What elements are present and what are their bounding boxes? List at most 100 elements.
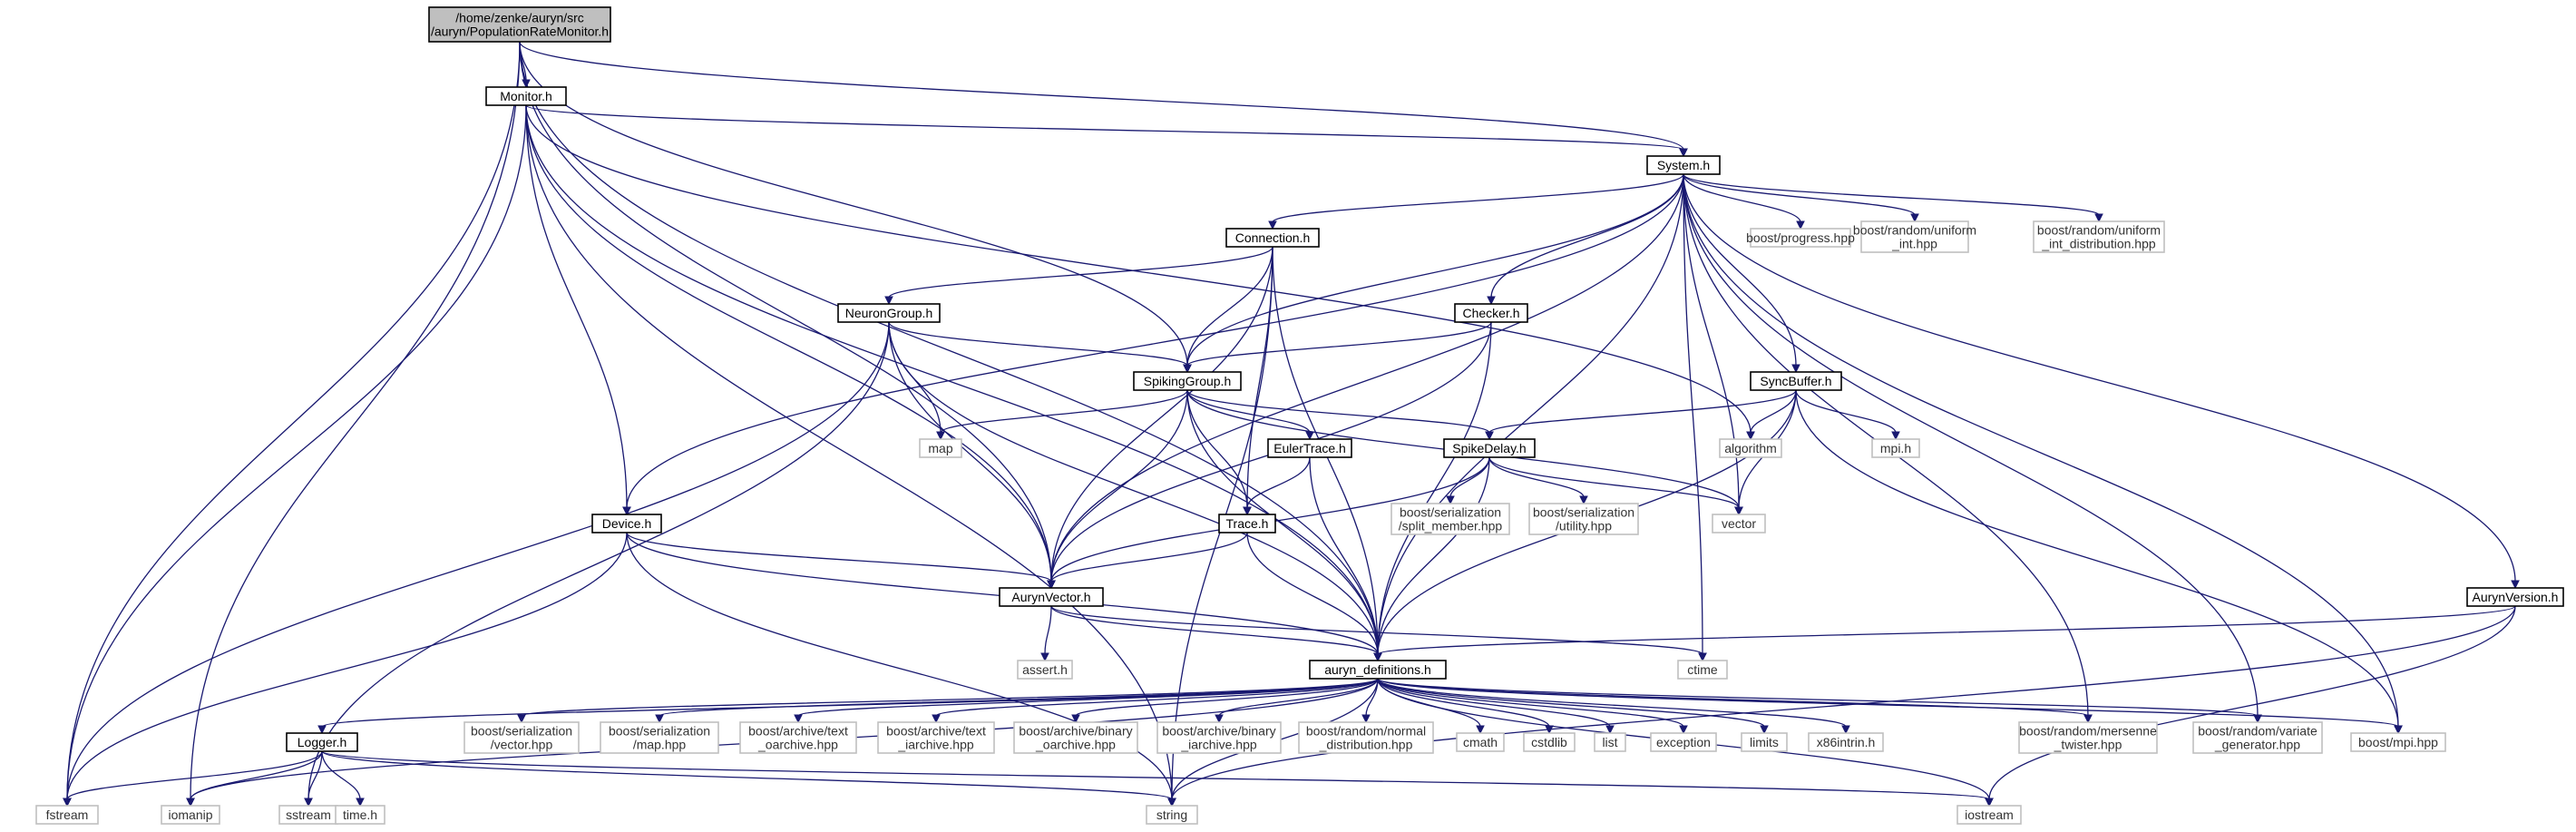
edge-arrowhead bbox=[1679, 148, 1688, 158]
edge-line bbox=[888, 246, 1273, 299]
node-binary_iarchive: boost/archive/binary_iarchive.hpp bbox=[1156, 721, 1282, 754]
node-split_member: boost/serialization/split_member.hpp bbox=[1390, 503, 1510, 535]
edge-line bbox=[940, 389, 1188, 434]
node-label: string bbox=[1156, 808, 1187, 822]
node-box bbox=[1523, 732, 1576, 752]
edge-line bbox=[1272, 173, 1684, 223]
edge-arrowhead bbox=[1243, 506, 1252, 516]
edge-line bbox=[66, 321, 890, 800]
node-label: /map.hpp bbox=[633, 738, 687, 752]
node-box bbox=[1013, 721, 1138, 754]
edge-line bbox=[307, 750, 323, 800]
edge-line bbox=[66, 750, 323, 800]
node-label: iomanip bbox=[168, 808, 212, 822]
node-root[interactable]: /home/zenke/auryn/src/auryn/PopulationRa… bbox=[428, 6, 611, 43]
node-ser_map: boost/serialization/map.hpp bbox=[600, 721, 719, 754]
node-label: algorithm bbox=[1724, 441, 1777, 455]
node-label: SyncBuffer.h bbox=[1760, 374, 1831, 388]
edge-arrowhead bbox=[1746, 431, 1755, 441]
node-label: x86intrin.h bbox=[1817, 735, 1876, 749]
node-ser_vector: boost/serialization/vector.hpp bbox=[463, 721, 580, 754]
edge-arrowhead bbox=[2253, 714, 2262, 724]
edge-line bbox=[1488, 456, 1740, 509]
edge-line bbox=[519, 41, 1684, 151]
edge-line bbox=[1683, 173, 2100, 216]
node-syncbuffer[interactable]: SyncBuffer.h bbox=[1750, 371, 1842, 391]
node-label: /utility.hpp bbox=[1556, 519, 1612, 533]
node-label: boost/random/uniform bbox=[1853, 223, 1976, 238]
edge-arrowhead bbox=[1446, 495, 1455, 505]
node-label: _generator.hpp bbox=[2214, 738, 2300, 752]
node-box bbox=[1454, 303, 1528, 323]
edge-trace-to-aurynvector bbox=[1047, 532, 1248, 590]
node-label: boost/random/normal bbox=[1306, 724, 1426, 739]
node-logger[interactable]: Logger.h bbox=[286, 732, 358, 752]
edge-arrowhead bbox=[1373, 652, 1382, 662]
node-ctime: ctime bbox=[1677, 660, 1728, 680]
edge-line bbox=[888, 321, 942, 434]
edge-logger-to-iostream bbox=[321, 750, 1994, 808]
edge-line bbox=[66, 532, 628, 800]
node-label: System.h bbox=[1657, 158, 1710, 172]
node-eulertrace[interactable]: EulerTrace.h bbox=[1267, 438, 1352, 458]
edge-line bbox=[1050, 173, 1684, 582]
node-label: NeuronGroup.h bbox=[845, 306, 933, 320]
node-label: fstream bbox=[46, 808, 89, 822]
edge-arrowhead bbox=[1167, 798, 1176, 808]
edge-line bbox=[1795, 389, 1897, 434]
node-box bbox=[1146, 805, 1198, 825]
node-box bbox=[2350, 732, 2446, 752]
edge-arrowhead bbox=[517, 714, 526, 724]
edge-line bbox=[1050, 246, 1273, 582]
node-label: ctime bbox=[1687, 662, 1718, 677]
edge-arrowhead bbox=[1071, 714, 1080, 724]
edge-line bbox=[1377, 678, 1611, 728]
node-label: Connection.h bbox=[1235, 230, 1311, 245]
edge-logger-to-time_h bbox=[321, 750, 365, 808]
edge-aurynversion-to-string bbox=[1167, 605, 2516, 808]
node-system[interactable]: System.h bbox=[1646, 155, 1721, 175]
edge-line bbox=[525, 104, 1684, 151]
edge-system-to-connection bbox=[1268, 173, 1684, 230]
edge-spikedelay-to-split_member bbox=[1446, 456, 1490, 505]
edge-arrowhead bbox=[1183, 364, 1192, 374]
node-box bbox=[1956, 805, 2022, 825]
node-aurynvector[interactable]: AurynVector.h bbox=[999, 587, 1104, 607]
edge-arrowhead bbox=[1910, 213, 1919, 223]
node-box bbox=[1871, 438, 1920, 458]
edge-line bbox=[888, 321, 1188, 367]
node-device[interactable]: Device.h bbox=[591, 514, 662, 533]
edge-line bbox=[1186, 389, 1490, 434]
node-monitor[interactable]: Monitor.h bbox=[485, 86, 567, 106]
node-spikinggroup[interactable]: SpikingGroup.h bbox=[1133, 371, 1242, 391]
node-neurongroup[interactable]: NeuronGroup.h bbox=[837, 303, 941, 323]
edge-arrowhead bbox=[1734, 506, 1743, 516]
node-normal_dist: boost/random/normal_distribution.hpp bbox=[1298, 721, 1434, 754]
node-trace[interactable]: Trace.h bbox=[1218, 514, 1276, 533]
edge-arrowhead bbox=[932, 714, 941, 724]
node-label: boost/archive/text bbox=[886, 724, 986, 739]
node-defs[interactable]: auryn_definitions.h bbox=[1309, 660, 1447, 680]
node-connection[interactable]: Connection.h bbox=[1225, 228, 1320, 248]
node-label: limits bbox=[1750, 735, 1779, 749]
node-box bbox=[1741, 732, 1788, 752]
node-label: _iarchive.hpp bbox=[897, 738, 973, 752]
node-aurynversion[interactable]: AurynVersion.h bbox=[2466, 587, 2564, 607]
edge-defs-to-boost_mpi bbox=[1377, 678, 2403, 735]
node-box bbox=[1677, 660, 1728, 680]
node-box bbox=[35, 805, 99, 825]
node-box bbox=[1225, 228, 1320, 248]
node-box bbox=[1650, 732, 1717, 752]
edge-arrowhead bbox=[2394, 725, 2403, 735]
node-spikedelay[interactable]: SpikeDelay.h bbox=[1443, 438, 1536, 458]
edge-arrowhead bbox=[1679, 725, 1688, 735]
edge-spikedelay-to-defs bbox=[1373, 456, 1490, 662]
node-label: _oarchive.hpp bbox=[757, 738, 838, 752]
node-text_iarchive: boost/archive/text_iarchive.hpp bbox=[877, 721, 995, 754]
edge-spikinggroup-to-defs bbox=[1186, 389, 1382, 662]
node-checker[interactable]: Checker.h bbox=[1454, 303, 1528, 323]
edge-aurynvector-to-ctime bbox=[1050, 605, 1707, 662]
node-sstream: sstream bbox=[278, 805, 338, 825]
edge-arrowhead bbox=[186, 798, 195, 808]
